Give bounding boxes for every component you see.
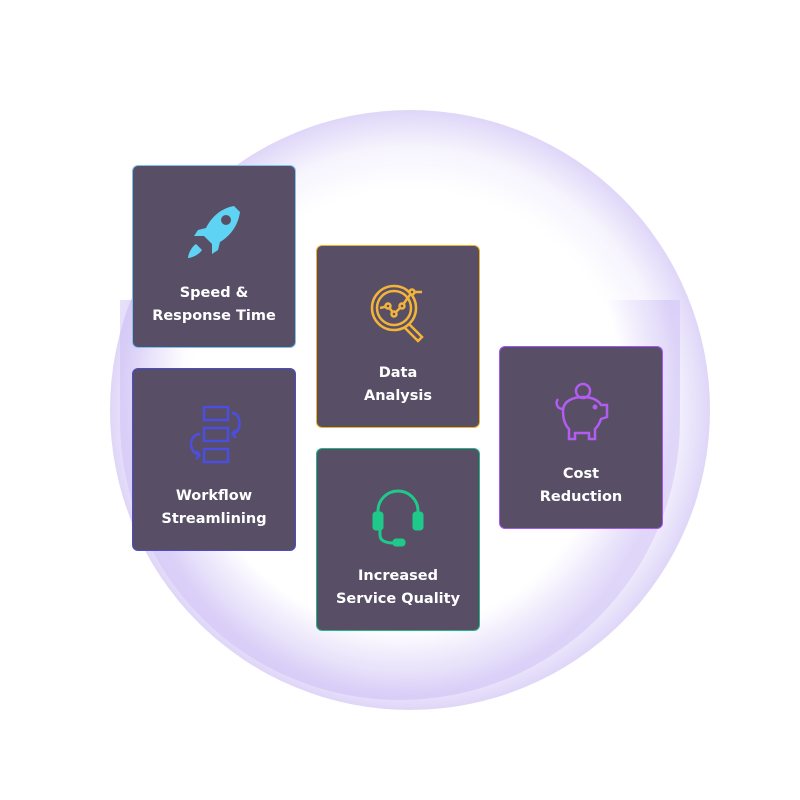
headset-icon <box>366 483 430 547</box>
card-speed-response-time: Speed & Response Time <box>132 165 296 348</box>
card-title-line1: Increased <box>358 568 438 584</box>
card-title-line1: Workflow <box>175 488 253 504</box>
card-title-line2: Reduction <box>539 489 623 505</box>
magnifier-chart-icon <box>366 280 430 344</box>
card-title-line2: Service Quality <box>335 591 461 607</box>
piggy-bank-icon <box>549 381 613 445</box>
rocket-icon <box>182 200 246 264</box>
card-title-line1: Data <box>378 365 418 381</box>
card-title-line2: Streamlining <box>161 511 267 527</box>
workflow-icon <box>182 403 246 467</box>
card-title-line2: Response Time <box>152 308 276 324</box>
card-title-line2: Analysis <box>364 388 432 404</box>
card-title-line1: Speed & <box>179 285 249 301</box>
card-title-line1: Cost <box>562 466 600 482</box>
